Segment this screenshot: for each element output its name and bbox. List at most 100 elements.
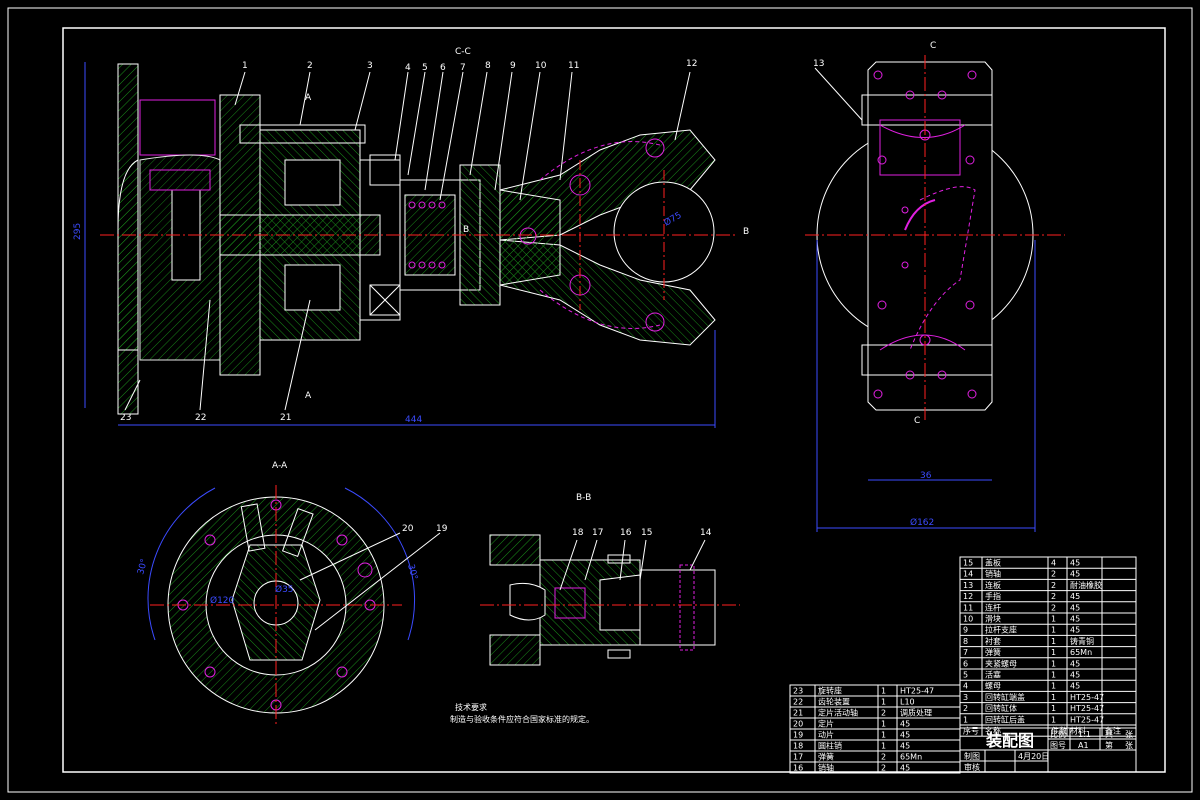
main-view: C-C [73,47,749,428]
bom-right-qty: 2 [1051,592,1056,601]
bom-right-name: 手指 [985,591,1001,601]
finger-pin-upper [645,138,665,158]
callout-16-leader [619,539,626,581]
bom-left-name: 销轴 [818,763,834,773]
side-plate [867,61,993,411]
bom-right-name: 螺母 [985,681,1001,691]
bom-right-mat: 45 [1070,559,1080,568]
ring-diameter: Ø120 [210,595,235,606]
bom-right-no: 11 [963,603,973,612]
bom-right-mat: 45 [1070,682,1080,691]
angle-arc-left [147,487,216,641]
length-dimension: 444 [405,415,422,425]
section-a-view: A-A 30° 30° Ø120 Ø35 20 19 [136,461,448,725]
bom-left-mat: 45 [900,720,910,729]
bom-right-mat: HT25-47 [1070,715,1104,724]
callout-12: 12 [686,59,697,69]
side-view-mark-top: C [930,41,936,51]
section-b-pin [554,587,586,619]
section-mark-a-bottom: A [305,391,312,401]
angle-right: 30° [405,563,419,581]
section-mark-b-inner: B [463,225,469,235]
bom-right-no: 4 [963,682,968,691]
section-b-lower-block [489,634,541,666]
bom-right-name: 连杆 [985,602,1001,612]
section-b-title: B-B [576,493,591,503]
bom-right-qty: 1 [1051,693,1056,702]
bom-left-no: 20 [793,720,803,729]
pivot-center [519,227,537,245]
bom-right-name: 夹紧螺母 [985,658,1017,668]
bom-right-no: 8 [963,637,968,646]
bom-right-mat: 铸青铜 [1070,636,1094,646]
callout-4: 4 [405,63,411,73]
callout-18-leader [559,539,578,591]
side-top-band [861,94,993,126]
bom-right-no: 3 [963,693,968,702]
bom-right-no: 5 [963,671,968,680]
drawn-label: 制图 [964,751,980,761]
base-curve [117,159,139,351]
callout-1: 1 [242,61,248,71]
bom-left-name: 齿轮装置 [818,697,850,707]
bom-left-mat: 65Mn [900,753,922,762]
callout-13: 13 [813,59,824,69]
bom-left-no: 17 [793,753,803,762]
bom-left-name: 圆柱销 [818,741,842,751]
bom-right-qty: 1 [1051,648,1056,657]
section-b-body [539,559,641,646]
bom-right-name: 盖板 [985,558,1001,568]
bom-right-mat: 45 [1070,592,1080,601]
width-36: 36 [920,471,932,481]
bom-right-qty: 1 [1051,704,1056,713]
link-block [499,189,561,286]
bom-left-name: 定片 [818,719,834,729]
hole-diameter: Ø35 [275,584,294,595]
callout-13-leader [814,67,863,121]
callout-19: 19 [436,524,448,534]
bom-right-name: 回转缸后盖 [985,714,1025,724]
main-view-title: C-C [455,47,471,57]
bom-left-mat: 45 [900,764,910,773]
callout-3: 3 [367,61,373,71]
cylinder-chamber-bottom [284,264,341,311]
callout-6: 6 [440,63,446,73]
width-162: Ø162 [910,517,934,528]
bom-left-mat: 调质处理 [900,708,932,718]
bom-right-no: 1 [963,715,968,724]
scale-label: 比例 [1050,729,1066,739]
bom-right-qty: 1 [1051,671,1056,680]
side-cam-arm [904,199,936,231]
size-value: A1 [1078,741,1089,750]
bom-right-qty: 1 [1051,659,1056,668]
tech-requirements-text: 制造与验收条件应符合国家标准的规定。 [450,714,594,724]
bom-right-mat: 45 [1070,659,1080,668]
bom-left-qty: 2 [881,764,886,773]
finger-pin-lower [645,312,665,332]
bom-right-qty: 1 [1051,626,1056,635]
bom-right-header-name: 名称 [985,726,1001,736]
section-b-bottom-cap [607,649,631,659]
base-bore [149,169,211,191]
bom-left-qty: 1 [881,698,886,707]
inner-frame [62,27,1166,773]
bom-left-mat: 45 [900,731,910,740]
side-view-mark-bottom: C [914,416,920,426]
callout-5: 5 [422,63,428,73]
bom-right-qty: 2 [1051,570,1056,579]
bom-left-no: 18 [793,742,803,751]
bom-right-name: 回转缸体 [985,703,1017,713]
bom-right-mat: HT25-47 [1070,704,1104,713]
bom-left-qty: 1 [881,720,886,729]
check-label: 审核 [964,762,980,772]
bearing-bottom [369,284,401,316]
bom-right-qty: 2 [1051,581,1056,590]
bom-left-name: 定片活动轴 [818,708,858,718]
callout-21: 21 [280,413,291,423]
bom-left-no: 23 [793,687,803,696]
bom-right-no: 6 [963,659,968,668]
section-b-pivot [679,564,695,651]
bom-right-mat: 45 [1070,626,1080,635]
callout-17: 17 [592,528,603,538]
